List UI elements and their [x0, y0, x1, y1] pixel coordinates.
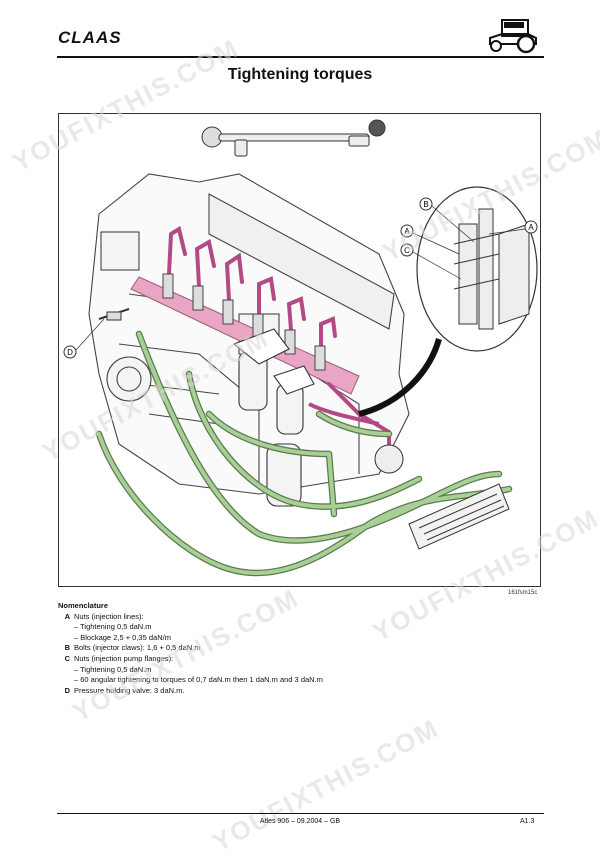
page-number: A1.3: [520, 818, 535, 825]
callout-c: C: [404, 246, 410, 255]
item-text: Bolts (injector claws): 1,6 + 0,5 daN.m: [74, 643, 201, 653]
nomenclature: Nomenclature A Nuts (injection lines): –…: [58, 601, 323, 696]
item-letter: C: [64, 653, 70, 663]
callout-a-left: A: [404, 227, 410, 236]
item-letter: A: [64, 611, 70, 621]
footer-rule: [57, 813, 544, 814]
engine-drawing: B A A C D: [63, 119, 538, 577]
nomenclature-heading: Nomenclature: [58, 601, 109, 610]
fuel-cooler: [408, 483, 510, 550]
item-text: Nuts (injection lines):: [74, 611, 144, 621]
watermark: YOUFIXTHIS.COM: [207, 712, 444, 858]
item-letter: D: [64, 685, 70, 695]
injectors: [162, 273, 326, 371]
injection-rail: [130, 276, 360, 395]
item-sub: – Blockage 2,5 + 0,35 daN/m: [74, 632, 171, 642]
nomen-item-a: A Nuts (injection lines):: [58, 612, 323, 623]
torque-wrench-icon: [201, 119, 386, 157]
page-title: Tightening torques: [227, 66, 373, 83]
callout-a-right: A: [528, 223, 534, 232]
return-hose: [358, 338, 442, 417]
claas-logo: CLAAS: [58, 28, 122, 47]
callout-b: B: [423, 200, 428, 209]
item-sub: – Tightening 0,5 daN.m: [74, 622, 152, 632]
item-letter: B: [64, 643, 70, 653]
item-sub: – Tightening 0,5 daN.m: [74, 664, 152, 674]
footer-doc: Atles 906 – 09.2004 – GB: [259, 818, 341, 825]
engine-illustration: B A A C D: [58, 113, 541, 587]
item-text: Pressure holding valve: 3 daN.m.: [74, 685, 185, 695]
fuel-filters: [232, 328, 315, 507]
callout-d: D: [67, 348, 73, 357]
item-text: Nuts (injection pump flanges):: [74, 653, 174, 663]
figure-reference: 161fsm15c: [508, 590, 538, 596]
nomen-item-d: D Pressure holding valve: 3 daN.m.: [58, 686, 323, 697]
item-sub: – 60 angular tightening to torques of 0,…: [74, 675, 323, 685]
nomen-item-b: B Bolts (injector claws): 1,6 + 0,5 daN.…: [58, 643, 323, 654]
injection-pump: [374, 444, 404, 474]
callouts: B A A C D: [63, 197, 538, 359]
header-rule: [57, 56, 544, 58]
tractor-icon: [489, 19, 537, 54]
nomen-item-c: C Nuts (injection pump flanges):: [58, 654, 323, 665]
